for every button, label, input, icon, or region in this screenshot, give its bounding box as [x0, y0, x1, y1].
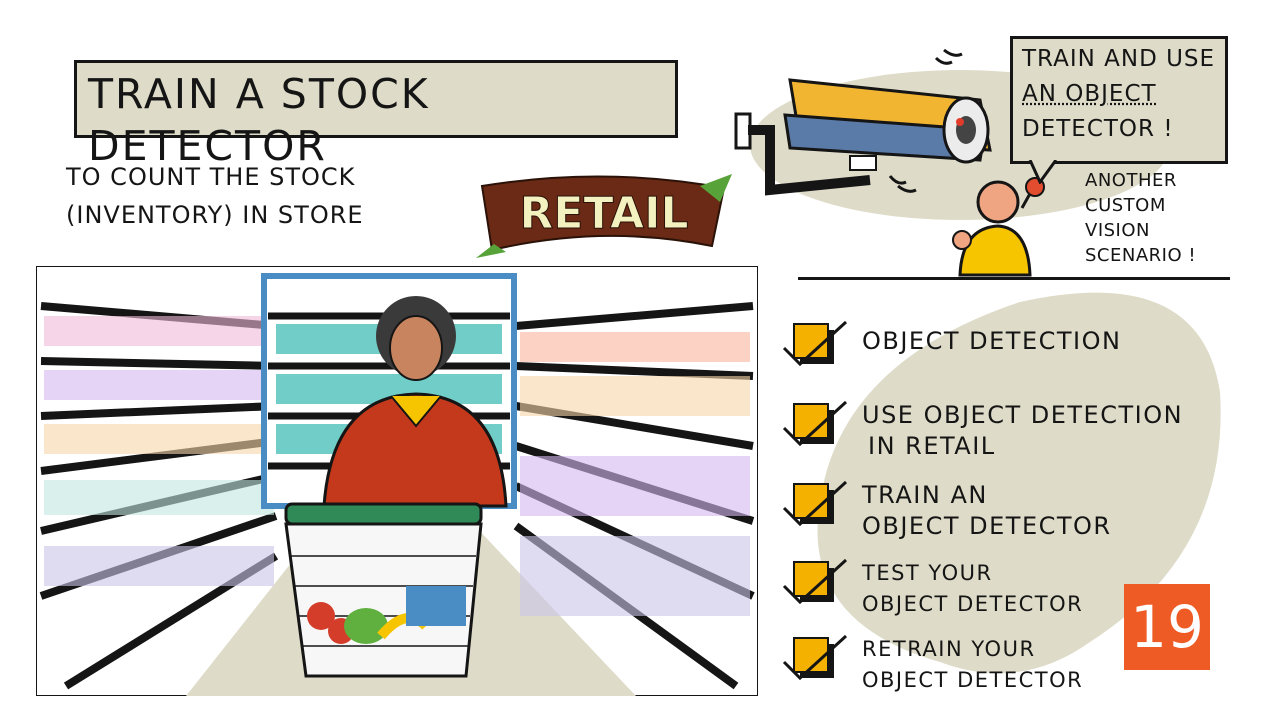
check-box-icon	[782, 634, 848, 681]
title-box	[74, 60, 678, 138]
bubble-line: AN OBJECT	[1022, 81, 1157, 107]
subtitle: TO COUNT THE STOCK (INVENTORY) IN STORE	[66, 158, 426, 234]
checklist-item-label: OBJECT DETECTOR	[862, 592, 1084, 616]
speech-bubble-tail	[1028, 160, 1058, 184]
person-waving-icon	[952, 177, 1045, 277]
checklist-item-label: OBJECT DETECTOR	[862, 512, 1112, 540]
speech-bubble	[1010, 36, 1228, 164]
checklist-item-label: OBJECT DETECTION	[862, 327, 1122, 355]
side-note-line: SCENARIO !	[1085, 245, 1197, 266]
side-note-line: CUSTOM	[1085, 195, 1166, 216]
side-note: ANOTHER CUSTOM VISION SCENARIO !	[1085, 168, 1215, 268]
security-camera-icon	[783, 48, 992, 193]
check-box-icon	[782, 320, 848, 367]
speech-bubble-text: TRAIN AND USE AN OBJECT DETECTOR !	[1022, 42, 1222, 147]
side-note-line: ANOTHER	[1085, 170, 1177, 191]
bubble-line: TRAIN AND USE	[1022, 46, 1216, 72]
page-title: TRAIN A STOCK DETECTOR	[88, 70, 430, 170]
check-box-icon	[782, 480, 848, 527]
shopping-cart-illustration	[284, 502, 483, 678]
checklist-item-label: TRAIN AN	[862, 481, 988, 509]
side-note-line: VISION	[1085, 220, 1150, 241]
banner-text: RETAIL	[520, 188, 689, 239]
checklist-item-label: RETRAIN YOUR	[862, 637, 1036, 661]
checklist-item-label: OBJECT DETECTOR	[862, 668, 1084, 692]
divider	[798, 277, 1230, 280]
checklist-item-label: USE OBJECT DETECTION	[862, 401, 1184, 429]
check-box-icon	[782, 558, 848, 605]
retail-banner: RETAIL	[476, 174, 732, 258]
check-box-icon	[782, 400, 848, 447]
subtitle-line: TO COUNT THE STOCK	[66, 163, 356, 191]
checklist-item-label: TEST YOUR	[862, 561, 993, 585]
checklist-item-label: IN RETAIL	[868, 432, 996, 460]
lesson-number-badge: 19	[1124, 584, 1210, 670]
supermarket-aisle-illustration	[36, 266, 758, 696]
shopper-illustration	[322, 296, 508, 508]
checklist-background	[817, 292, 1221, 674]
bubble-line: DETECTOR !	[1022, 116, 1174, 142]
subtitle-line: (INVENTORY) IN STORE	[66, 201, 364, 229]
